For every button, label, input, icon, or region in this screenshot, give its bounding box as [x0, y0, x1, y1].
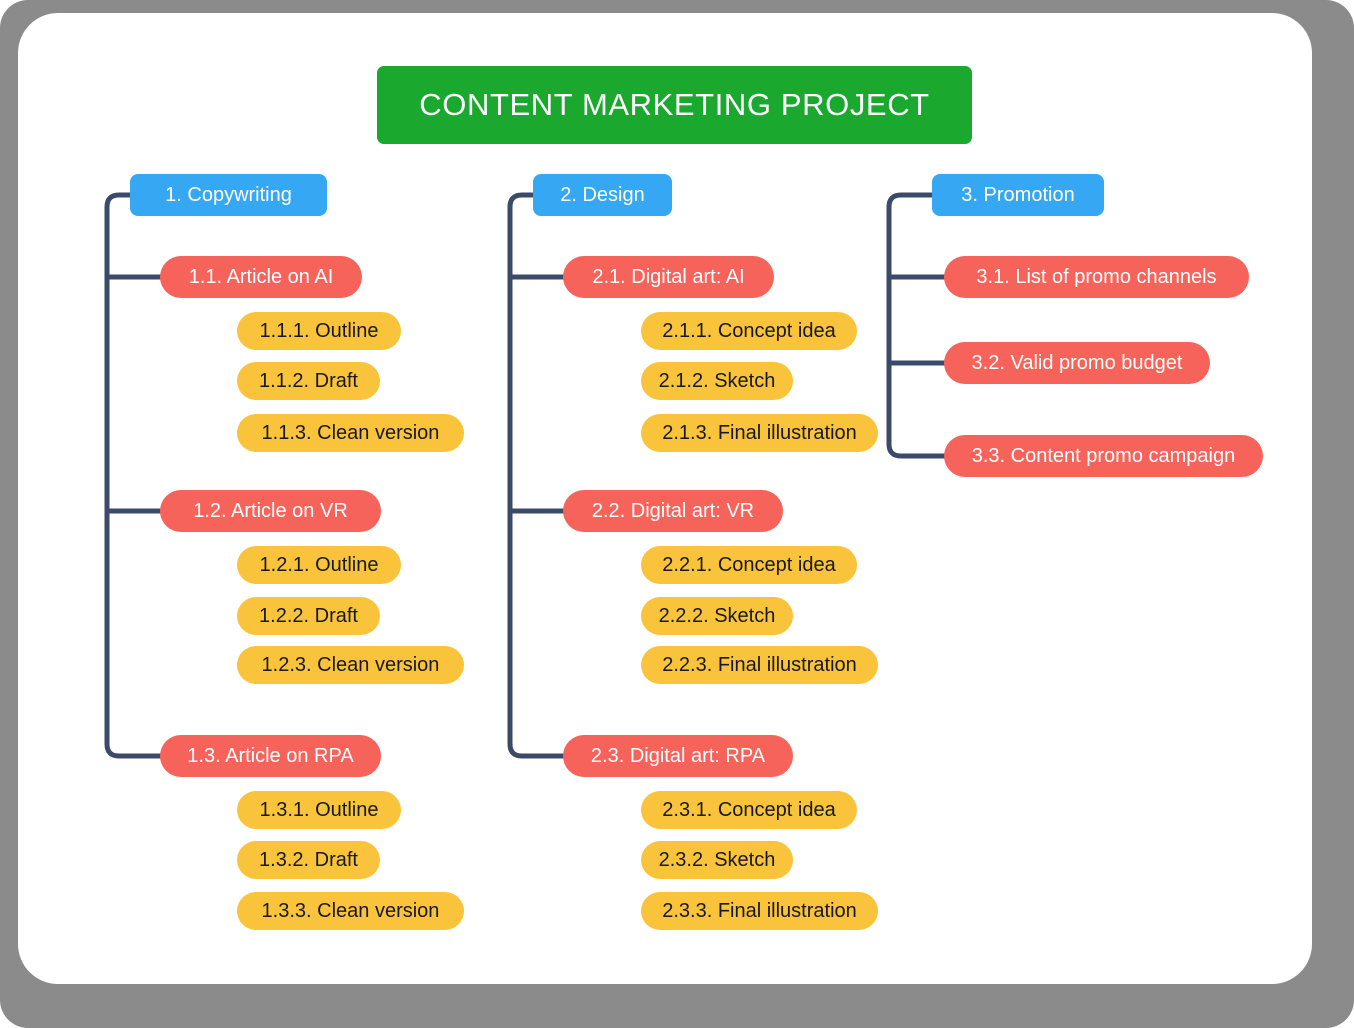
- subtask-node-1-3-1[interactable]: 1.3.1. Outline: [237, 791, 401, 829]
- subtask-node-1-1-3[interactable]: 1.1.3. Clean version: [237, 414, 464, 452]
- subtask-node-2-1-1[interactable]: 2.1.1. Concept idea: [641, 312, 857, 350]
- subtask-node-2-3-2[interactable]: 2.3.2. Sketch: [641, 841, 793, 879]
- subtask-node-2-1-3[interactable]: 2.1.3. Final illustration: [641, 414, 878, 452]
- task-node-2-2[interactable]: 2.2. Digital art: VR: [563, 490, 783, 532]
- subtask-node-2-3-1[interactable]: 2.3.1. Concept idea: [641, 791, 857, 829]
- subtask-node-1-2-3[interactable]: 1.2.3. Clean version: [237, 646, 464, 684]
- subtask-node-1-2-1[interactable]: 1.2.1. Outline: [237, 546, 401, 584]
- root-node-title[interactable]: CONTENT MARKETING PROJECT: [377, 66, 972, 144]
- subtask-node-1-1-2[interactable]: 1.1.2. Draft: [237, 362, 380, 400]
- task-node-3-3[interactable]: 3.3. Content promo campaign: [944, 435, 1263, 477]
- subtask-node-1-3-2[interactable]: 1.3.2. Draft: [237, 841, 380, 879]
- branch-node-copywriting[interactable]: 1. Copywriting: [130, 174, 327, 216]
- task-node-3-1[interactable]: 3.1. List of promo channels: [944, 256, 1249, 298]
- subtask-node-1-2-2[interactable]: 1.2.2. Draft: [237, 597, 380, 635]
- task-node-2-3[interactable]: 2.3. Digital art: RPA: [563, 735, 793, 777]
- task-node-2-1[interactable]: 2.1. Digital art: AI: [563, 256, 774, 298]
- subtask-node-2-2-1[interactable]: 2.2.1. Concept idea: [641, 546, 857, 584]
- task-node-1-1[interactable]: 1.1. Article on AI: [160, 256, 362, 298]
- subtask-node-2-3-3[interactable]: 2.3.3. Final illustration: [641, 892, 878, 930]
- subtask-node-2-2-3[interactable]: 2.2.3. Final illustration: [641, 646, 878, 684]
- branch-node-design[interactable]: 2. Design: [533, 174, 672, 216]
- subtask-node-2-1-2[interactable]: 2.1.2. Sketch: [641, 362, 793, 400]
- task-node-1-3[interactable]: 1.3. Article on RPA: [160, 735, 381, 777]
- subtask-node-2-2-2[interactable]: 2.2.2. Sketch: [641, 597, 793, 635]
- subtask-node-1-3-3[interactable]: 1.3.3. Clean version: [237, 892, 464, 930]
- task-node-3-2[interactable]: 3.2. Valid promo budget: [944, 342, 1210, 384]
- task-node-1-2[interactable]: 1.2. Article on VR: [160, 490, 381, 532]
- subtask-node-1-1-1[interactable]: 1.1.1. Outline: [237, 312, 401, 350]
- branch-node-promotion[interactable]: 3. Promotion: [932, 174, 1104, 216]
